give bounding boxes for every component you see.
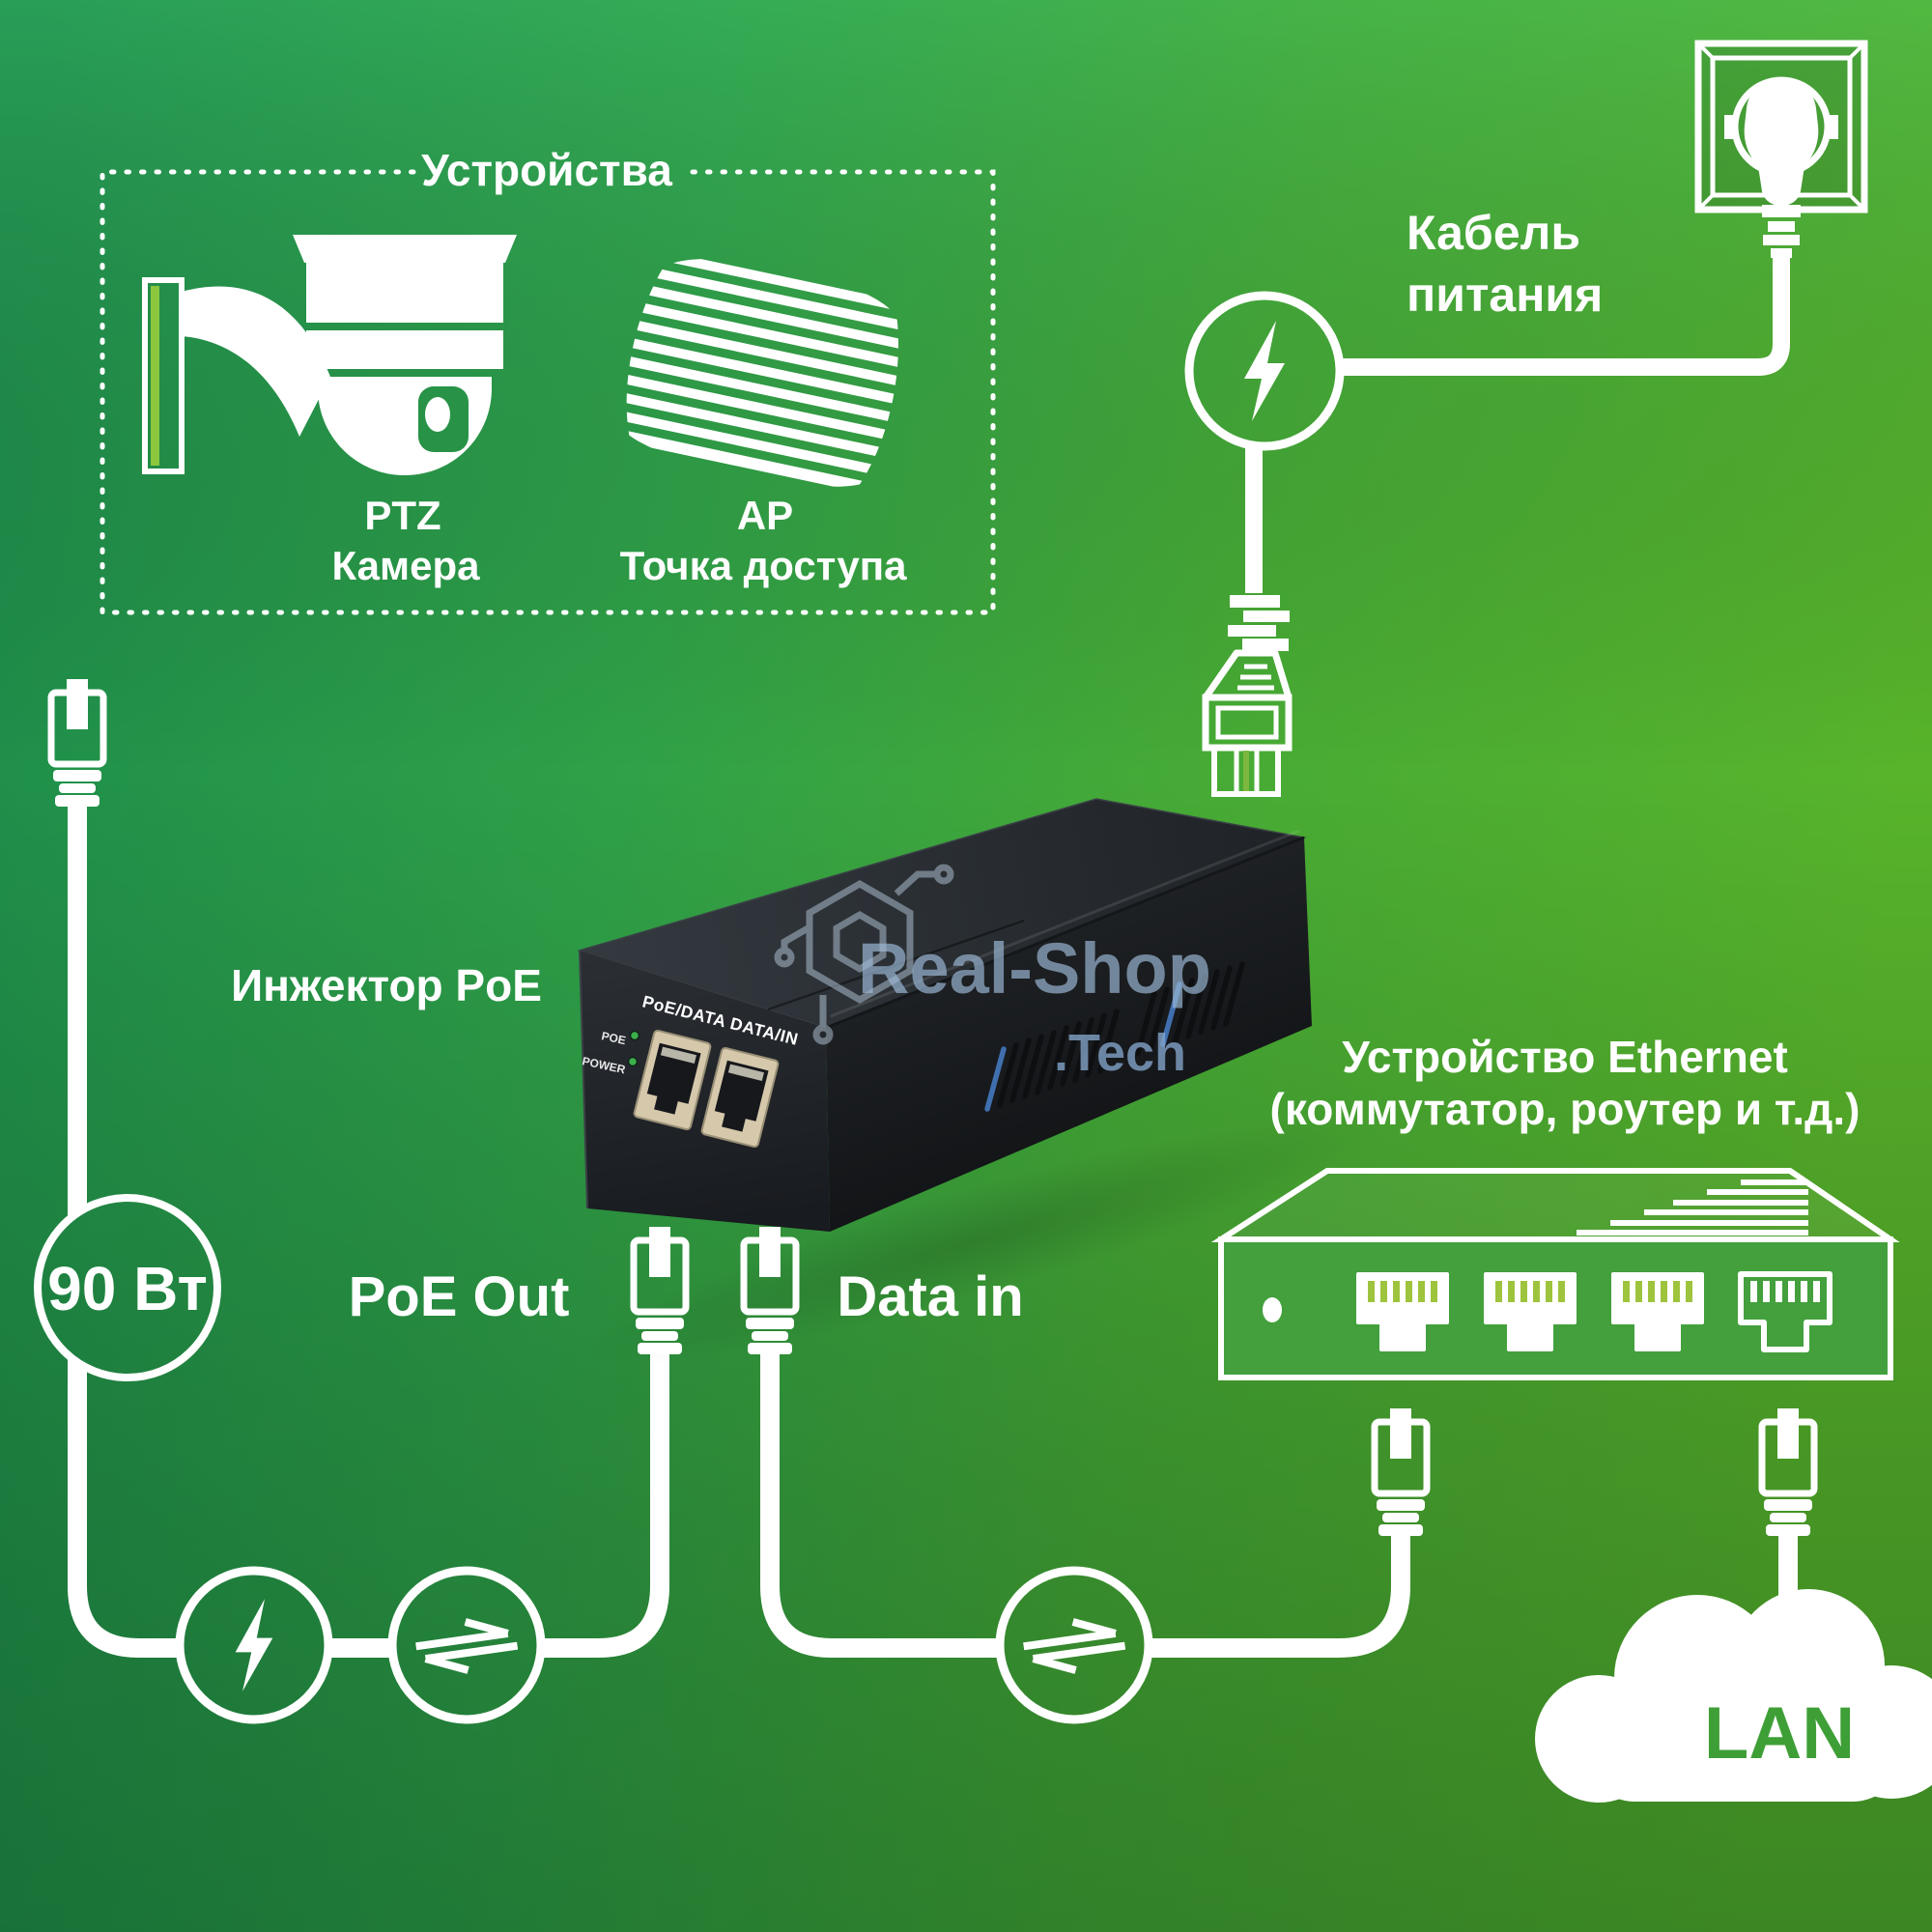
power-plug-icon [1724, 76, 1838, 258]
power-led [627, 1056, 639, 1067]
switch-port-3 [1611, 1272, 1704, 1351]
data-node-left [387, 1566, 546, 1724]
ethernet-switch: Устройство Ethernet (коммутатор, роутер … [1210, 1032, 1900, 1380]
cable-to-poe-out [541, 1350, 669, 1658]
camera-type-label: PTZ [364, 493, 440, 538]
power-cable-label-line2: питания [1406, 268, 1603, 322]
watermark-logo-icon [774, 864, 954, 1045]
power-node-bottom [175, 1566, 333, 1724]
switch-title-line2: (коммутатор, роутер и т.д.) [1270, 1084, 1861, 1134]
cable-devices-to-splitter [68, 805, 180, 1658]
switch-led [1263, 1297, 1282, 1322]
injector-port-poe-data [633, 1029, 712, 1131]
ap-label: Точка доступа [620, 543, 908, 588]
poe-led [629, 1030, 640, 1041]
watermark: Real-Shop .Tech [774, 864, 1211, 1082]
injector-port-data-in [700, 1046, 780, 1149]
camera-lens [418, 386, 469, 452]
lan-cloud-icon: LAN [1535, 1589, 1932, 1803]
data-in-label: Data in [837, 1265, 1023, 1328]
switch-title-line1: Устройство Ethernet [1342, 1032, 1788, 1082]
access-point-icon [611, 243, 916, 502]
dashed-border [99, 169, 996, 615]
ptz-camera-icon [142, 235, 517, 475]
power-connector-icon [1202, 595, 1293, 797]
poe-injector-device: PoE/DATA DATA/IN POE POWER [576, 798, 1376, 1367]
devices-box-title: Устройства [421, 145, 672, 195]
devices-box: Устройства PTZ Камера [99, 145, 996, 615]
injector-label: Инжектор PoE [231, 960, 542, 1010]
cable-to-switch [1149, 1534, 1410, 1658]
power-cable-label-line1: Кабель [1406, 206, 1580, 260]
data-node-right [995, 1566, 1153, 1724]
watermark-tld: .Tech [1054, 1024, 1186, 1082]
vent-slots [984, 961, 1245, 1112]
watermark-brand: Real-Shop [858, 928, 1211, 1009]
lan-label: LAN [1704, 1692, 1855, 1775]
camera-label: Камера [332, 543, 481, 588]
switch-port-4-uplink [1741, 1274, 1830, 1350]
led-label-poe: POE [600, 1029, 627, 1047]
poe-out-label: PoE Out [349, 1265, 570, 1328]
watts-value: 90 Вт [47, 1254, 208, 1323]
ap-type-label: AP [737, 493, 793, 538]
power-node [1184, 291, 1345, 451]
watts-badge: 90 Вт [34, 1194, 221, 1381]
cable-data-in [760, 1350, 1000, 1658]
cables [68, 253, 1798, 1658]
switch-vents [1577, 1179, 1808, 1236]
switch-port-1 [1356, 1272, 1449, 1351]
switch-port-2 [1484, 1272, 1577, 1351]
cable-power [1340, 253, 1790, 376]
